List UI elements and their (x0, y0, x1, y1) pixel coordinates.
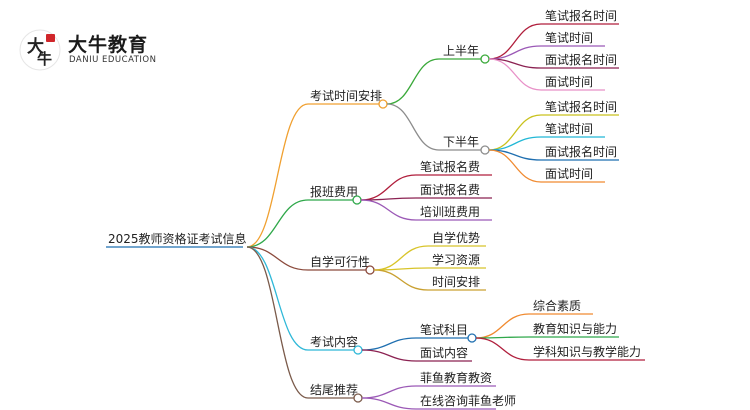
leaf-label: 面试时间 (545, 74, 593, 89)
leaf-connector (488, 23, 542, 60)
leaf-connector (488, 136, 542, 151)
sub-branch-label: 在线咨询菲鱼老师 (420, 393, 516, 408)
brand-subtitle: DANIU EDUCATION (69, 55, 157, 65)
sub-branch-label: 时间安排 (432, 274, 480, 289)
sub-branch-label: 面试报名费 (420, 182, 480, 197)
root-topic-label: 2025教师资格证考试信息 (108, 231, 247, 246)
branch-node (353, 393, 363, 403)
branch-connector (246, 246, 309, 351)
sub-branch-connector (386, 103, 440, 151)
sub-branch-label: 面试内容 (420, 345, 468, 360)
leaf-connector (475, 337, 530, 361)
branch-label: 考试时间安排 (310, 88, 382, 103)
branch-label: 考试内容 (310, 334, 358, 349)
sub-branch-label: 下半年 (443, 135, 479, 149)
logo-mark-char-2: 牛 (37, 50, 52, 68)
branch-label: 结尾推荐 (310, 383, 358, 397)
sub-branch-connector (360, 199, 417, 221)
branch-connector (246, 199, 309, 248)
logo-mark-char-1: 大 (27, 36, 44, 57)
branch-node (365, 265, 375, 275)
leaf-label: 笔试报名时间 (545, 99, 617, 114)
sub-branch-connector (373, 245, 429, 271)
sub-branch-connector (360, 174, 417, 201)
branch-label: 报班费用 (310, 184, 358, 199)
branch-connector (246, 246, 309, 271)
leaf-connector (475, 313, 530, 339)
sub-branch-label: 菲鱼教育教资 (420, 370, 492, 385)
sub-branch-label: 笔试科目 (420, 322, 468, 337)
brand-logo-mark: 大 牛 (19, 29, 61, 71)
branch-node (353, 345, 363, 355)
sub-branch-label: 上半年 (443, 44, 479, 58)
sub-branch-connector (386, 58, 440, 105)
leaf-label: 教育知识与能力 (533, 321, 617, 336)
leaf-label: 综合素质 (533, 298, 581, 313)
sub-branch-label: 培训班费用 (420, 204, 480, 219)
sub-branch-connector (373, 269, 429, 291)
sub-branch-label: 自学优势 (432, 230, 480, 245)
leaf-label: 面试时间 (545, 166, 593, 181)
sub-branch-label: 笔试报名费 (420, 159, 480, 174)
sub-branch-node (480, 54, 490, 64)
sub-branch-connector (361, 349, 417, 362)
leaf-connector (488, 45, 542, 60)
sub-branch-node (480, 145, 490, 155)
leaf-label: 笔试时间 (545, 121, 593, 136)
branch-connector (246, 246, 309, 399)
leaf-label: 学科知识与教学能力 (533, 344, 641, 359)
leaf-label: 笔试报名时间 (545, 8, 617, 23)
brand-name: 大牛教育 (68, 34, 149, 56)
leaf-label: 面试报名时间 (545, 144, 617, 159)
sub-branch-connector (361, 385, 417, 399)
sub-branch-node (467, 333, 477, 343)
branch-node (378, 99, 388, 109)
leaf-label: 笔试时间 (545, 30, 593, 45)
leaf-connector (488, 149, 542, 183)
branch-label: 自学可行性 (310, 254, 370, 269)
branch-connector (246, 103, 309, 248)
sub-branch-connector (361, 337, 417, 351)
leaf-connector (488, 114, 542, 151)
sub-branch-label: 学习资源 (432, 252, 480, 267)
brand-logo: 大 牛 大牛教育 DANIU EDUCATION (18, 28, 188, 72)
leaf-connector (488, 58, 542, 91)
sub-branch-connector (361, 397, 417, 410)
leaf-label: 面试报名时间 (545, 52, 617, 67)
branch-node (352, 195, 362, 205)
